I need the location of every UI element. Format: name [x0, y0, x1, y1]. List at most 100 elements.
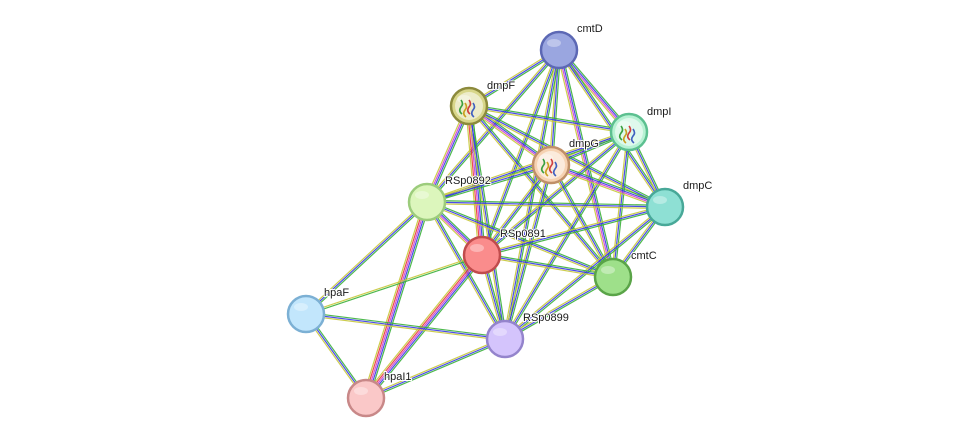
edge-cmtD-RSp0891[interactable] — [479, 49, 562, 256]
edge-dmpC-RSp0891[interactable] — [481, 204, 666, 258]
edge-evidence-line — [363, 252, 480, 397]
node-highlight — [601, 266, 615, 274]
edge-evidence-line — [306, 311, 506, 339]
edge-evidence-line — [426, 129, 629, 202]
edge-RSp0892-hpaF[interactable] — [304, 200, 429, 316]
node-circle[interactable] — [346, 378, 386, 418]
edge-evidence-line — [559, 49, 615, 277]
node-hpaI1[interactable]: hpaI1 — [346, 370, 413, 418]
edge-evidence-line — [305, 253, 482, 314]
edge-evidence-line — [482, 252, 614, 277]
edge-dmpG-dmpC[interactable] — [549, 162, 667, 210]
node-RSp0899[interactable]: RSp0899 — [485, 311, 570, 359]
node-label: hpaF — [324, 287, 349, 299]
edge-evidence-line — [426, 162, 551, 202]
node-circle[interactable] — [407, 182, 447, 222]
node-hpaF[interactable]: hpaF — [286, 286, 350, 334]
node-label: RSp0892 — [445, 175, 491, 187]
nodes-layer: cmtD dmpF dmpI dmpG RSp0892 dmpC RSp0891 cmtC hp… — [286, 22, 713, 418]
edge-dmpF-dmpI[interactable] — [468, 103, 630, 135]
node-dmpI[interactable]: dmpI — [609, 105, 672, 152]
edge-evidence-line — [305, 313, 506, 340]
edge-evidence-line — [364, 253, 482, 398]
node-dmpC[interactable]: dmpC — [645, 179, 713, 227]
edge-evidence-line — [466, 106, 482, 256]
edge-evidence-line — [551, 163, 666, 207]
edge-RSp0891-hpaF[interactable] — [305, 253, 483, 316]
node-circle[interactable] — [462, 235, 502, 275]
edge-evidence-line — [467, 106, 613, 279]
edge-evidence-line — [468, 105, 630, 133]
node-circle[interactable] — [485, 319, 525, 359]
edge-evidence-line — [550, 165, 665, 209]
edge-evidence-line — [427, 199, 614, 277]
edge-RSp0891-cmtC[interactable] — [481, 252, 614, 280]
node-highlight — [470, 244, 484, 252]
edge-evidence-line — [426, 201, 666, 208]
edge-evidence-line — [482, 50, 562, 256]
node-label: dmpI — [647, 106, 671, 118]
node-circle[interactable] — [593, 257, 633, 297]
node-label: dmpF — [487, 80, 515, 92]
node-highlight — [354, 387, 368, 395]
edge-evidence-line — [468, 105, 506, 340]
edge-evidence-line — [469, 105, 508, 339]
edge-evidence-line — [427, 165, 552, 205]
node-circle[interactable] — [645, 187, 685, 227]
edge-hpaF-RSp0899[interactable] — [305, 311, 506, 342]
edge-evidence-line — [426, 202, 613, 280]
edge-RSp0892-cmtC[interactable] — [426, 199, 614, 280]
node-circle[interactable] — [539, 30, 579, 70]
node-label: cmtC — [631, 250, 657, 262]
protein-structure-icon — [458, 99, 476, 118]
edge-evidence-line — [505, 165, 554, 340]
edge-RSp0891-hpaI1[interactable] — [363, 252, 485, 401]
edge-evidence-line — [469, 103, 630, 132]
edge-dmpF-RSp0899[interactable] — [466, 105, 508, 340]
edge-evidence-line — [505, 277, 615, 341]
node-circle[interactable] — [286, 294, 326, 334]
edge-RSp0892-hpaI1[interactable] — [362, 200, 431, 400]
edge-evidence-line — [481, 206, 666, 256]
edge-RSp0892-dmpC[interactable] — [426, 199, 666, 210]
edge-evidence-line — [368, 202, 431, 400]
edge-evidence-line — [504, 164, 552, 340]
edge-evidence-line — [365, 336, 505, 398]
edge-evidence-line — [426, 202, 665, 210]
protein-structure-icon — [618, 125, 636, 144]
node-RSp0892[interactable]: RSp0892 — [407, 174, 492, 222]
edge-cmtC-RSp0899[interactable] — [503, 275, 615, 341]
edge-evidence-line — [365, 201, 428, 399]
node-label: hpaI1 — [384, 371, 412, 383]
edge-evidence-line — [368, 256, 485, 401]
edge-evidence-line — [468, 106, 629, 135]
protein-structure-icon — [540, 158, 558, 177]
edge-evidence-line — [549, 166, 665, 210]
edge-evidence-line — [427, 199, 666, 207]
node-cmtD[interactable]: cmtD — [539, 22, 604, 70]
edge-evidence-line — [504, 206, 666, 340]
node-dmpG[interactable]: dmpG — [531, 137, 600, 185]
edge-evidence-line — [556, 50, 612, 278]
node-highlight — [653, 196, 667, 204]
node-highlight — [294, 303, 308, 311]
node-label: cmtD — [577, 23, 603, 35]
node-RSp0891[interactable]: RSp0891 — [462, 227, 547, 275]
node-dmpF[interactable]: dmpF — [449, 79, 516, 126]
edge-RSp0899-hpaI1[interactable] — [365, 336, 506, 401]
node-highlight — [547, 39, 561, 47]
edge-evidence-line — [426, 164, 552, 203]
edge-evidence-line — [363, 201, 427, 398]
node-cmtC[interactable]: cmtC — [593, 249, 658, 297]
node-highlight — [493, 328, 507, 336]
node-label: RSp0891 — [500, 228, 546, 240]
edge-dmpG-RSp0892[interactable] — [426, 162, 552, 205]
edge-evidence-line — [468, 105, 614, 278]
node-label: RSp0899 — [523, 312, 569, 324]
edge-evidence-line — [465, 106, 480, 256]
node-label: dmpC — [683, 180, 712, 192]
edge-evidence-line — [560, 49, 616, 277]
edge-evidence-line — [551, 162, 667, 206]
edge-dmpG-RSp0899[interactable] — [502, 164, 554, 340]
